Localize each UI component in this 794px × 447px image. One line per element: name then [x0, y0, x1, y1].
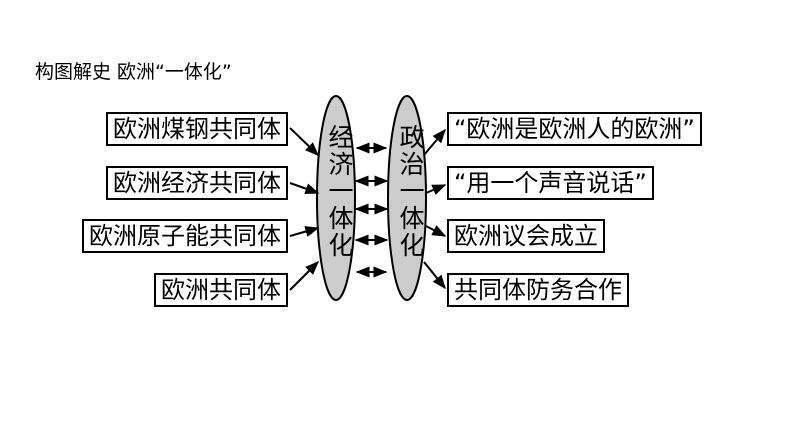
arrow-right-1	[423, 128, 446, 156]
economic-integration-ellipse	[316, 95, 356, 301]
arrow-left-2	[289, 182, 320, 195]
political-integration-ellipse	[387, 95, 427, 301]
political-integration-label: 政治一体化	[396, 124, 425, 259]
arrow-right-3	[425, 225, 447, 237]
left-item-ec: 欧洲共同体	[154, 273, 288, 307]
arrow-left-4	[289, 261, 319, 291]
left-item-ecsc: 欧洲煤钢共同体	[106, 112, 288, 146]
left-item-euratom: 欧洲原子能共同体	[82, 219, 288, 253]
left-item-eec: 欧洲经济共同体	[106, 166, 288, 200]
right-item-parliament: 欧洲议会成立	[447, 219, 605, 253]
arrow-left-1	[289, 127, 320, 156]
right-item-defense: 共同体防务合作	[447, 273, 629, 307]
arrow-left-3	[289, 226, 320, 237]
page-title: 构图解史 欧洲“一体化”	[35, 61, 232, 83]
arrow-right-4	[423, 261, 446, 290]
right-item-one-voice: “用一个声音说话”	[447, 166, 654, 200]
economic-integration-label: 经济一体化	[325, 124, 354, 259]
right-item-europe-for-europeans: “欧洲是欧洲人的欧洲”	[447, 112, 702, 146]
arrow-right-2	[425, 184, 447, 196]
